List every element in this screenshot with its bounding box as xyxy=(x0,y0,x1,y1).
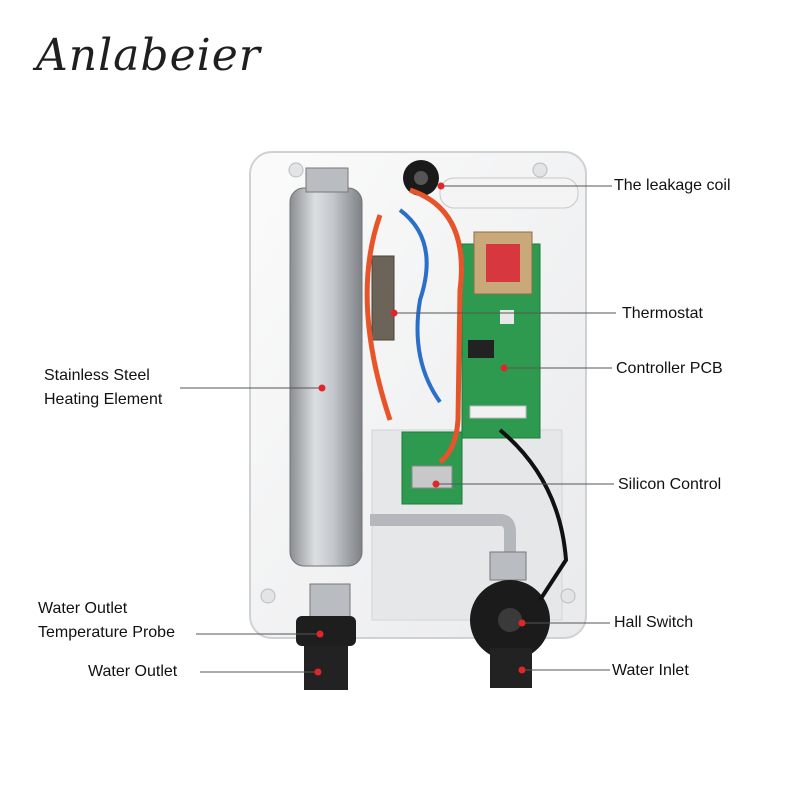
marker-dot-thermostat xyxy=(390,309,398,317)
leakage-coil-cable xyxy=(439,177,579,209)
brand-logo: Anlabeier xyxy=(36,30,261,81)
marker-dot-water-inlet xyxy=(518,666,526,674)
label-leakage-coil: The leakage coil xyxy=(614,177,731,194)
pcb-component xyxy=(468,340,494,358)
marker-dot-heating-element xyxy=(318,384,326,392)
marker-dot-water-outlet xyxy=(314,668,322,676)
transformer-coil xyxy=(486,244,520,282)
black-cable xyxy=(498,428,569,602)
inlet-fitting xyxy=(489,551,527,581)
inlet-nozzle xyxy=(490,648,532,688)
outlet-pipe xyxy=(370,514,516,560)
marker-dot-hall-switch xyxy=(518,619,526,627)
label-heating-element-line2: Heating Element xyxy=(44,391,163,408)
orange-wire xyxy=(364,214,393,421)
blue-wire xyxy=(398,208,442,404)
mount-screw xyxy=(260,588,276,604)
thermostat-body xyxy=(371,255,395,341)
outlet-nozzle xyxy=(304,646,348,690)
heating-tube xyxy=(289,187,363,567)
label-controller-pcb: Controller PCB xyxy=(616,360,723,377)
mount-screw xyxy=(288,162,304,178)
pcb-connector xyxy=(469,405,527,419)
label-water-inlet: Water Inlet xyxy=(612,662,689,679)
hall-switch-hub xyxy=(498,608,522,632)
mount-screw xyxy=(532,162,548,178)
label-thermostat: Thermostat xyxy=(622,305,703,322)
marker-dot-probe xyxy=(316,630,324,638)
marker-dot-leakage-coil xyxy=(437,182,445,190)
leakage-coil-hole xyxy=(414,171,428,185)
probe-nut xyxy=(296,616,356,646)
label-probe-line1: Water Outlet xyxy=(38,600,128,617)
label-silicon-control: Silicon Control xyxy=(618,476,722,493)
label-water-outlet: Water Outlet xyxy=(88,663,178,680)
orange-wire xyxy=(409,187,464,464)
mount-screw xyxy=(560,588,576,604)
triac-block xyxy=(411,465,453,489)
marker-dot-silicon-control xyxy=(432,480,440,488)
label-probe-line2: Temperature Probe xyxy=(38,624,175,641)
marker-dot-controller-pcb xyxy=(500,364,508,372)
pcb-component xyxy=(500,310,514,324)
outlet-fitting xyxy=(309,583,351,621)
label-hall-switch: Hall Switch xyxy=(614,614,694,631)
heating-tube-cap xyxy=(305,167,349,193)
label-heating-element-line1: Stainless Steel xyxy=(44,367,150,384)
